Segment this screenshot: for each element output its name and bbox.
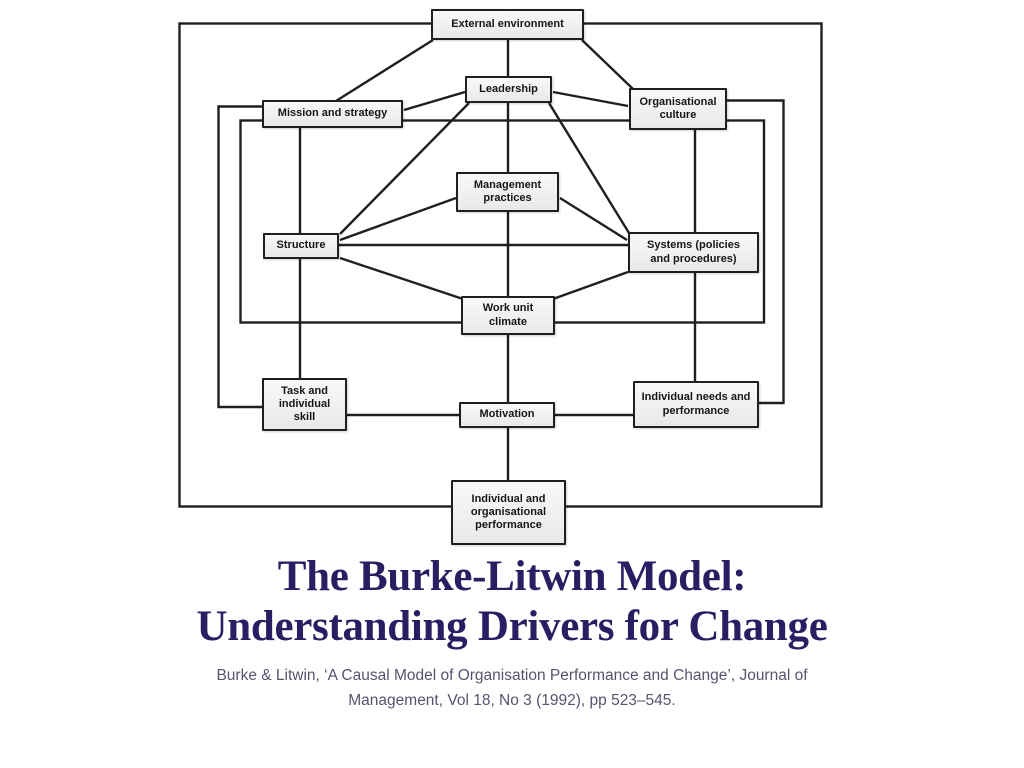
node-organisational-culture: Organisational culture [629,88,727,130]
node-work-unit-climate: Work unit climate [461,296,555,335]
node-label: Individual needs and performance [641,391,751,417]
burke-litwin-diagram: External environment Leadership Mission … [178,9,823,545]
slide-title: The Burke-Litwin Model: Understanding Dr… [0,552,1024,652]
node-label: Individual and organisational performanc… [470,492,547,532]
node-systems-policies-procedures: Systems (policies and procedures) [628,232,759,273]
node-external-environment: External environment [431,9,584,40]
node-motivation: Motivation [459,402,555,428]
node-management-practices: Management practices [456,172,559,212]
citation: Burke & Litwin, ‘A Causal Model of Organ… [0,664,1024,714]
citation-line1: Burke & Litwin, ‘A Causal Model of Organ… [216,667,808,684]
node-label: Organisational culture [639,95,717,121]
node-structure: Structure [263,233,339,259]
citation-line2: Management, Vol 18, No 3 (1992), pp 523–… [348,691,676,709]
node-label: Systems (policies and procedures) [647,239,740,265]
node-label: External environment [451,17,564,30]
node-label: Leadership [479,82,538,95]
node-label: Work unit climate [482,302,534,328]
node-mission-and-strategy: Mission and strategy [262,100,403,128]
node-individual-and-organisational-performance: Individual and organisational performanc… [451,480,566,545]
slide-title-line1: The Burke-Litwin Model: [277,553,747,600]
node-task-and-individual-skill: Task and individual skill [262,378,347,431]
node-individual-needs-and-performance: Individual needs and performance [633,381,759,428]
node-label: Motivation [479,408,535,421]
node-label: Task and individual skill [278,384,331,424]
node-label: Mission and strategy [277,107,388,120]
feedback-loop-right [726,99,785,405]
node-label: Management practices [473,178,542,204]
node-label: Structure [276,239,326,252]
slide-title-line2: Understanding Drivers for Change [196,602,828,650]
feedback-loop-left [217,105,264,409]
node-leadership: Leadership [465,76,552,103]
inner-loop-line [239,119,766,324]
